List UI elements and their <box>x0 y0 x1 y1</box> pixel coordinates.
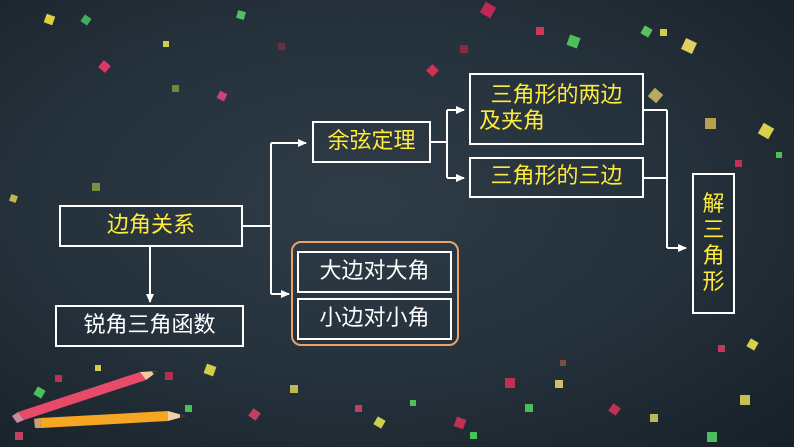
confetti-decoration <box>165 372 173 380</box>
confetti-decoration <box>740 395 750 405</box>
confetti-decoration <box>163 41 169 47</box>
node-label-char: 三 <box>702 217 725 243</box>
node-label: 小边对小角 <box>319 305 430 331</box>
node-label: 三角形的三边 <box>490 164 623 190</box>
node-cosine-law: 余弦定理 <box>312 121 431 163</box>
confetti-decoration <box>290 385 298 393</box>
node-label: 大边对大角 <box>319 258 430 284</box>
confetti-decoration <box>718 345 725 352</box>
confetti-decoration <box>705 118 716 129</box>
confetti-decoration <box>355 405 362 412</box>
node-label-line2: 及夹角 <box>479 109 546 134</box>
confetti-decoration <box>172 85 179 92</box>
node-label-char: 角 <box>702 243 725 269</box>
node-three-sides: 三角形的三边 <box>469 157 644 198</box>
node-solve-triangle: 解 三 角 形 <box>692 173 735 314</box>
confetti-decoration <box>278 43 285 50</box>
confetti-decoration <box>560 360 566 366</box>
node-small-side-small-angle: 小边对小角 <box>297 298 452 340</box>
red-pencil-icon <box>12 371 158 423</box>
confetti-decoration <box>735 160 742 167</box>
orange-pencil-icon <box>34 411 186 428</box>
confetti-decoration <box>185 405 192 412</box>
node-label-char: 解 <box>702 191 725 217</box>
confetti-decoration <box>460 45 468 53</box>
confetti-decoration <box>536 27 544 35</box>
confetti-decoration <box>470 432 477 439</box>
confetti-decoration <box>776 152 782 158</box>
node-big-side-big-angle: 大边对大角 <box>297 251 452 293</box>
node-label: 边角关系 <box>106 212 195 238</box>
confetti-decoration <box>650 414 658 422</box>
side-angle-rules-group <box>291 241 459 346</box>
node-side-angle-relation: 边角关系 <box>59 205 243 247</box>
confetti-decoration <box>660 29 667 36</box>
node-two-sides-included-angle: 三角形的两边 及夹角 <box>469 73 644 145</box>
confetti-decoration <box>15 432 23 440</box>
node-label: 余弦定理 <box>327 128 416 154</box>
confetti-decoration <box>525 404 533 412</box>
confetti-decoration <box>555 380 563 388</box>
confetti-decoration <box>707 432 717 442</box>
confetti-decoration <box>410 400 416 406</box>
confetti-decoration <box>505 378 515 388</box>
confetti-decoration <box>55 375 62 382</box>
node-label-line1: 三角形的两边 <box>490 82 623 108</box>
node-label-char: 形 <box>702 269 725 295</box>
confetti-decoration <box>95 365 101 371</box>
node-label: 锐角三角函数 <box>83 312 216 338</box>
confetti-decoration <box>92 183 100 191</box>
node-acute-trig-functions: 锐角三角函数 <box>55 305 244 347</box>
